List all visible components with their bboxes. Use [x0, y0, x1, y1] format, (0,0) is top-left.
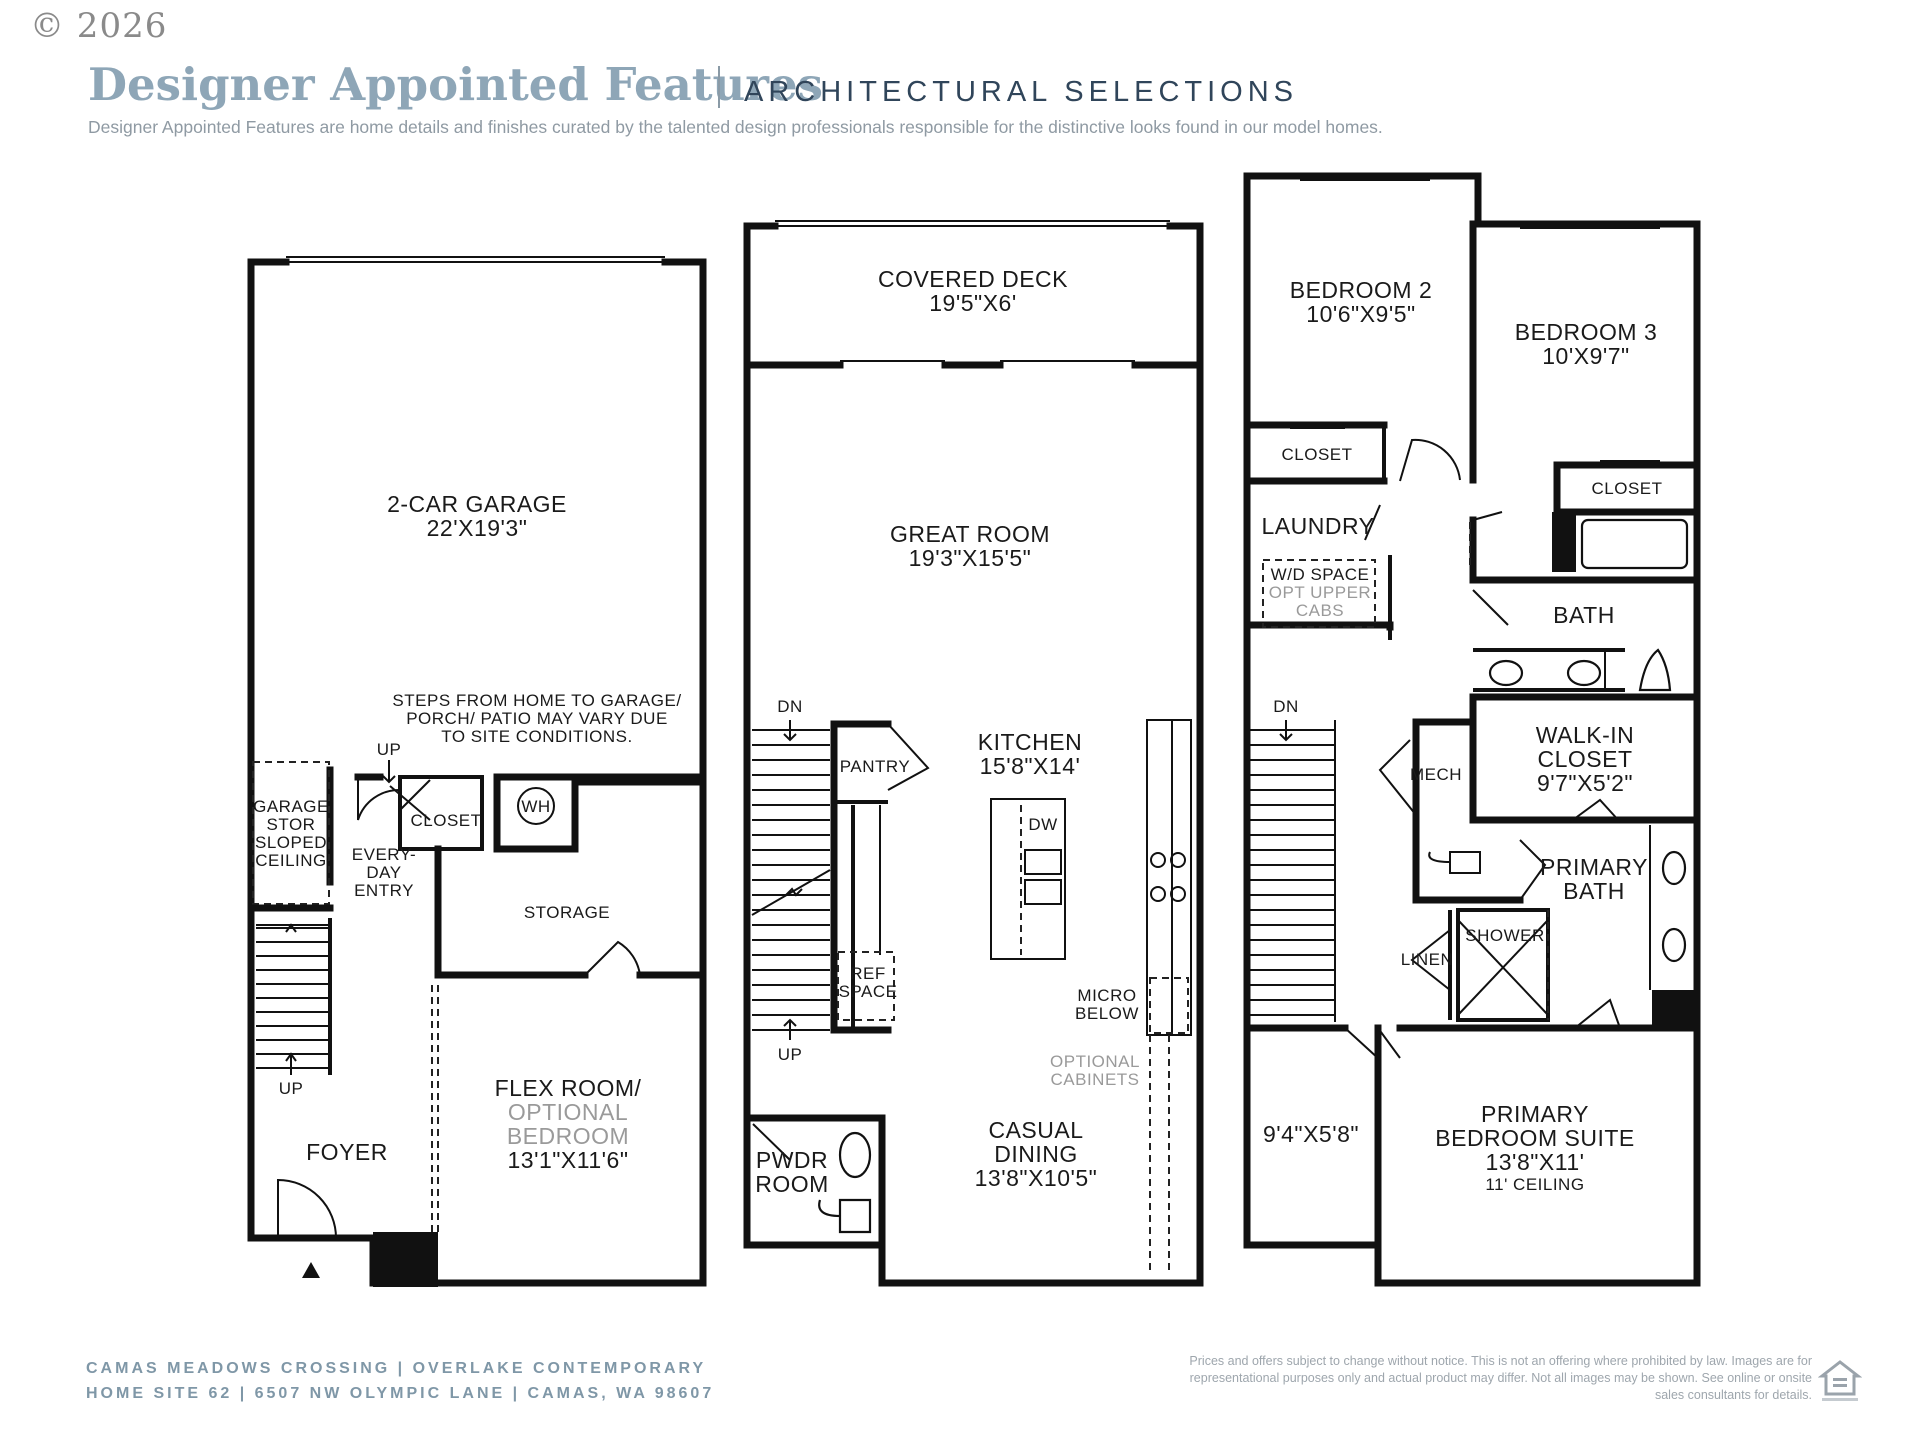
wd-optional-label: OPT UPPER — [1269, 583, 1371, 602]
equal-housing-icon — [1818, 1360, 1862, 1401]
shower-label: SHOWER — [1465, 926, 1545, 945]
kitchen-name: KITCHEN — [978, 729, 1082, 755]
steps-note: PORCH/ PATIO MAY VARY DUE — [406, 709, 668, 728]
flex-room-optional: OPTIONAL — [508, 1099, 628, 1125]
wh-label: WH — [521, 797, 550, 816]
foyer-label: FOYER — [306, 1139, 388, 1165]
everyday-entry-label: DAY — [366, 863, 401, 882]
walkin-closet-name: WALK-IN — [1536, 722, 1635, 748]
dn-label: DN — [1273, 697, 1299, 716]
garage-stor-label: CEILING — [255, 851, 327, 870]
primary-bath-name: PRIMARY — [1540, 854, 1648, 880]
optional-cabinets-label: OPTIONAL — [1050, 1052, 1140, 1071]
water-heater-icon — [517, 787, 555, 825]
closet-label: CLOSET — [1591, 479, 1662, 498]
nook-size: 9'4"X5'8" — [1263, 1121, 1359, 1147]
bedroom-3-name: BEDROOM 3 — [1515, 319, 1658, 345]
optional-cabinets-label: CABINETS — [1050, 1070, 1139, 1089]
mech-label: MECH — [1410, 765, 1462, 784]
casual-dining-name: DINING — [994, 1141, 1078, 1167]
bath-label: BATH — [1553, 602, 1615, 628]
great-room-size: 19'3"X15'5" — [909, 545, 1032, 571]
great-room-name: GREAT ROOM — [890, 521, 1050, 547]
garage-stor-label: GARAGE — [253, 797, 329, 816]
up-label: UP — [377, 740, 402, 759]
everyday-entry-label: EVERY- — [352, 845, 416, 864]
floor-3-plan: BEDROOM 2 10'6"X9'5" BEDROOM 3 10'X9'7" … — [1243, 172, 1701, 1287]
garage-size: 22'X19'3" — [427, 515, 528, 541]
flex-room-optional: BEDROOM — [507, 1123, 629, 1149]
title-divider — [718, 66, 720, 108]
powder-room-label: ROOM — [755, 1171, 829, 1197]
casual-dining-size: 13'8"X10'5" — [975, 1165, 1098, 1191]
steps-note: TO SITE CONDITIONS. — [441, 727, 632, 746]
flex-room-size: 13'1"X11'6" — [508, 1147, 629, 1173]
wd-optional-label: CABS — [1296, 601, 1344, 620]
garage-stor-label: STOR — [267, 815, 316, 834]
primary-suite-name: BEDROOM SUITE — [1435, 1125, 1634, 1151]
bedroom-3-size: 10'X9'7" — [1542, 343, 1629, 369]
micro-label: MICRO — [1077, 986, 1136, 1005]
floor-1-plan: WH 2-CAR GARAGE — [247, 256, 707, 1287]
garage-name: 2-CAR GARAGE — [387, 491, 567, 517]
page-subtitle: ARCHITECTURAL SELECTIONS — [744, 76, 1298, 108]
kitchen-size: 15'8"X14' — [980, 753, 1081, 779]
up-label: UP — [279, 1079, 304, 1098]
floor-2-plan: COVERED DECK 19'5"X6' GREAT ROOM 19'3"X1… — [743, 220, 1204, 1287]
powder-room-label: PWDR — [756, 1147, 828, 1173]
casual-dining-name: CASUAL — [988, 1117, 1083, 1143]
bedroom-2-size: 10'6"X9'5" — [1306, 301, 1415, 327]
ref-space-label: SPACE — [839, 982, 898, 1001]
walkin-closet-name: CLOSET — [1537, 746, 1632, 772]
ref-space-label: REF — [850, 964, 886, 983]
page-tagline: Designer Appointed Features are home det… — [88, 117, 1383, 137]
up-label: UP — [778, 1045, 803, 1064]
laundry-label: LAUNDRY — [1262, 513, 1375, 539]
dishwasher-label: DW — [1028, 815, 1057, 834]
footer-disclaimer: Prices and offers subject to change with… — [1189, 1354, 1812, 1402]
entry-arrow-icon — [302, 1262, 320, 1278]
page-title: Designer Appointed Features — [88, 58, 823, 111]
dn-label: DN — [777, 697, 803, 716]
primary-suite-size: 13'8"X11' — [1485, 1149, 1584, 1175]
steps-note: STEPS FROM HOME TO GARAGE/ — [392, 691, 681, 710]
footer-community: CAMAS MEADOWS CROSSING | OVERLAKE CONTEM… — [86, 1360, 707, 1377]
pantry-label: PANTRY — [840, 757, 910, 776]
primary-suite-ceiling: 11' CEILING — [1485, 1175, 1584, 1194]
linen-label: LINEN — [1401, 950, 1454, 969]
wd-space-label: W/D SPACE — [1271, 565, 1370, 584]
walkin-closet-size: 9'7"X5'2" — [1537, 770, 1633, 796]
covered-deck-size: 19'5"X6' — [929, 290, 1016, 316]
micro-label: BELOW — [1075, 1004, 1139, 1023]
copyright-mark: © 2026 — [30, 6, 168, 46]
garage-stor-label: SLOPED — [255, 833, 327, 852]
primary-bath-name: BATH — [1563, 878, 1625, 904]
bedroom-2-name: BEDROOM 2 — [1290, 277, 1433, 303]
closet-label: CLOSET — [1281, 445, 1352, 464]
storage-label: STORAGE — [524, 903, 610, 922]
closet-label: CLOSET — [410, 811, 481, 830]
covered-deck-name: COVERED DECK — [878, 266, 1068, 292]
primary-suite-name: PRIMARY — [1481, 1101, 1589, 1127]
everyday-entry-label: ENTRY — [354, 881, 414, 900]
footer-address: HOME SITE 62 | 6507 NW OLYMPIC LANE | CA… — [86, 1385, 715, 1402]
flex-room-name: FLEX ROOM/ — [495, 1075, 642, 1101]
